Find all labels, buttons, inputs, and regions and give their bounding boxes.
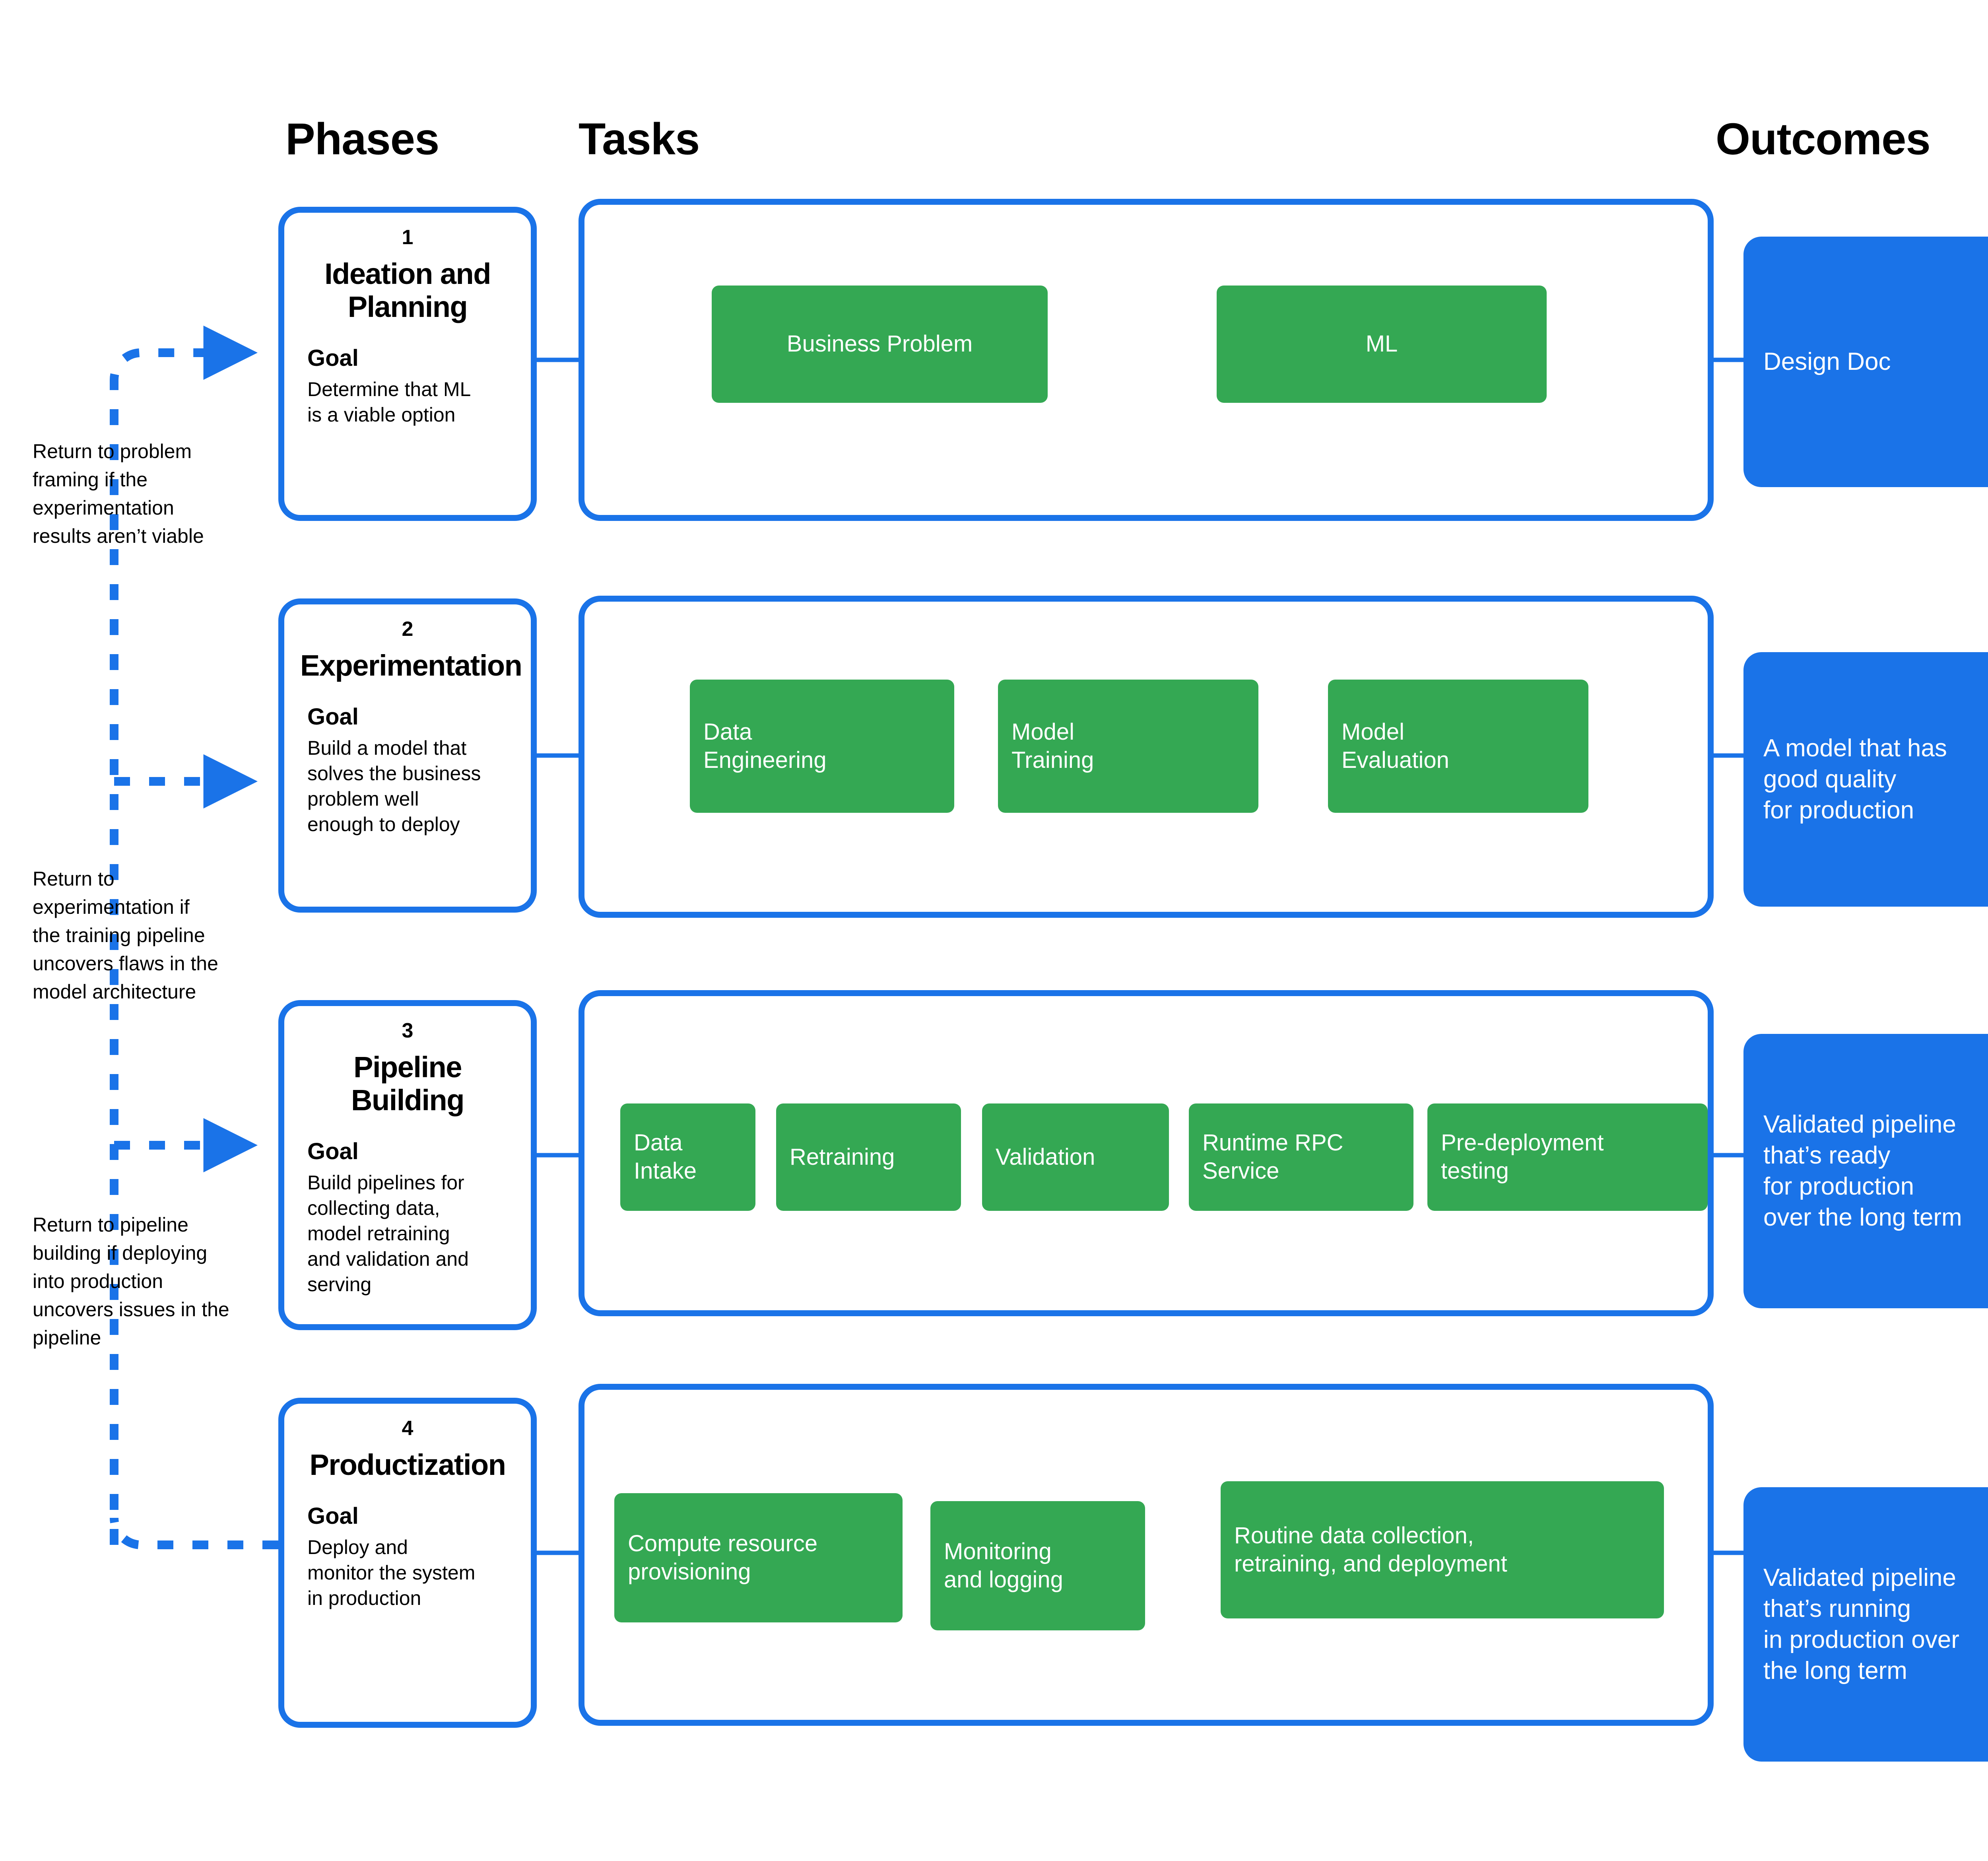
outcome-box-validated-pipeline-ready[interactable]: Validated pipeline that’s ready for prod… (1743, 1034, 1988, 1308)
phase-card-ideation-and-planning[interactable]: 1 Ideation and Planning Goal Determine t… (278, 207, 537, 521)
task-box-model-evaluation[interactable]: Model Evaluation (1328, 680, 1588, 813)
task-box-data-engineering[interactable]: Data Engineering (690, 680, 954, 813)
outcome-box-model-good-quality[interactable]: A model that has good quality for produc… (1743, 652, 1988, 907)
task-box-runtime-rpc-service[interactable]: Runtime RPC Service (1189, 1103, 1413, 1211)
phase-title: Ideation and Planning (324, 257, 491, 324)
goal-label: Goal (307, 1503, 359, 1529)
goal-label: Goal (307, 1138, 359, 1164)
task-box-ml[interactable]: ML (1217, 286, 1547, 403)
goal-block: Goal Determine that ML is a viable optio… (300, 345, 515, 427)
goal-text: Build a model that solves the business p… (307, 736, 481, 835)
tasks-to-outcome-connectors (1710, 357, 1746, 1555)
goal-label: Goal (307, 345, 359, 371)
goal-label: Goal (307, 704, 359, 730)
task-box-business-problem[interactable]: Business Problem (712, 286, 1048, 403)
phase-title: Pipeline Building (351, 1051, 464, 1117)
goal-text: Determine that ML is a viable option (307, 378, 471, 426)
phase-number: 2 (402, 618, 414, 641)
column-header-outcomes: Outcomes (1716, 114, 1931, 164)
phase-number: 1 (402, 226, 414, 249)
phase-title: Experimentation (300, 649, 522, 682)
task-box-pre-deployment-testing[interactable]: Pre-deployment testing (1427, 1103, 1708, 1211)
phase-card-experimentation[interactable]: 2 Experimentation Goal Build a model tha… (278, 598, 537, 913)
annotation-return-to-pipeline-building: Return to pipeline building if deploying… (33, 1214, 229, 1349)
task-box-routine-data-collection[interactable]: Routine data collection, retraining, and… (1221, 1481, 1664, 1618)
feedback-path-from-phase-4 (110, 1517, 278, 1549)
goal-text: Deploy and monitor the system in product… (307, 1536, 476, 1609)
task-box-data-intake[interactable]: Data Intake (620, 1103, 755, 1211)
task-box-retraining[interactable]: Retraining (776, 1103, 961, 1211)
task-box-compute-resource-provisioning[interactable]: Compute resource provisioning (614, 1493, 903, 1622)
outcome-box-validated-pipeline-running[interactable]: Validated pipeline that’s running in pro… (1743, 1487, 1988, 1762)
column-header-phases: Phases (285, 114, 439, 164)
phase-card-pipeline-building[interactable]: 3 Pipeline Building Goal Build pipelines… (278, 1000, 537, 1330)
phase-card-productization[interactable]: 4 Productization Goal Deploy and monitor… (278, 1398, 537, 1728)
goal-block: Goal Build a model that solves the busin… (300, 704, 515, 837)
annotation-return-to-experimentation-training-pipeline: Return to experimentation if the trainin… (33, 868, 218, 1003)
outcome-box-design-doc[interactable]: Design Doc (1743, 237, 1988, 487)
task-box-validation[interactable]: Validation (982, 1103, 1169, 1211)
goal-block: Goal Deploy and monitor the system in pr… (300, 1503, 515, 1611)
goal-text: Build pipelines for collecting data, mod… (307, 1171, 469, 1296)
phase-title: Productization (309, 1448, 506, 1482)
column-header-tasks: Tasks (579, 114, 700, 164)
task-box-model-training[interactable]: Model Training (998, 680, 1258, 813)
task-box-monitoring-and-logging[interactable]: Monitoring and logging (930, 1501, 1145, 1630)
phase-number: 3 (402, 1019, 414, 1042)
annotation-return-to-problem-framing: Return to problem framing if the experim… (33, 440, 204, 547)
phase-to-tasks-connectors (537, 357, 581, 1555)
phase-number: 4 (402, 1417, 414, 1440)
goal-block: Goal Build pipelines for collecting data… (300, 1138, 515, 1297)
